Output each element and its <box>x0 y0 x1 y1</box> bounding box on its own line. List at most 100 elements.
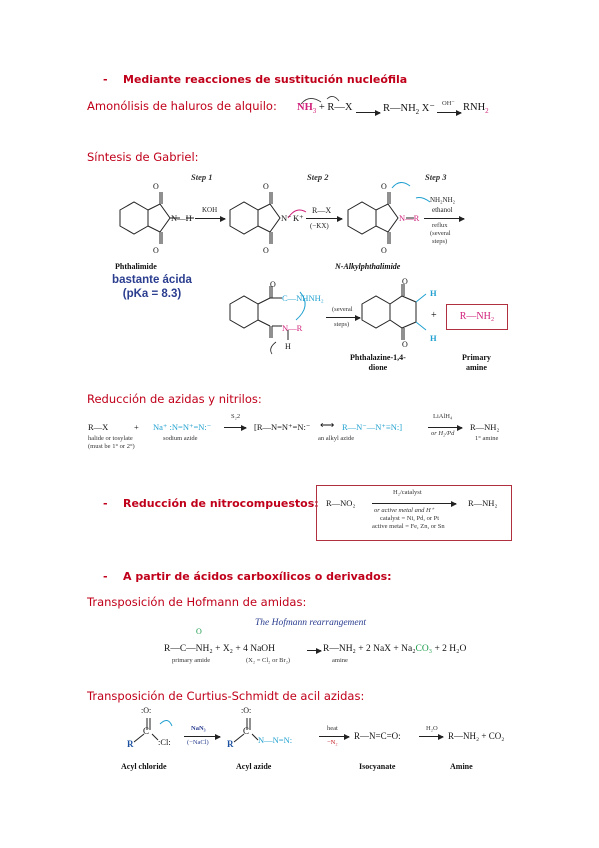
subhead-amonolisis: Amonólisis de haluros de alquilo: <box>87 99 277 113</box>
nan3-reagent: NaN₃ <box>191 725 206 732</box>
plus-sign: + <box>134 422 139 432</box>
halide-ion: X⁻ <box>421 103 435 114</box>
oxygen-label: O <box>270 280 276 289</box>
primary-amine: RNH2 <box>463 102 489 115</box>
steps-text: steps) <box>334 321 350 328</box>
primary-amine-box: R—NH₂ <box>446 304 508 330</box>
section-heading-nucleophilic: -Mediante reacciones de sustitución nucl… <box>103 73 407 86</box>
section-title: Reducción de nitrocompuestos: <box>123 497 319 510</box>
several-text: (several <box>332 306 353 313</box>
acid-line-2: (pKa = 8.3) <box>122 288 182 300</box>
reaction-arrow <box>306 215 343 222</box>
ammonia: NH3 <box>297 102 317 116</box>
curtius-bonds <box>133 718 259 743</box>
n-alkyl-group: N—R <box>399 213 420 223</box>
phthalimide-label: Phthalimide <box>115 262 157 271</box>
must-note: (must be 1° or 2°) <box>88 443 135 450</box>
hofmann-reactants: R—C—NH₂ + X₂ + 4 NaOH <box>164 644 276 654</box>
label-line: dione <box>368 363 388 372</box>
steps-text: steps) <box>432 238 448 245</box>
sodium-azide: Na⁺ :N=N⁺=N:⁻ <box>153 422 211 433</box>
carbonyl-oxygen: :O: <box>241 706 252 715</box>
nacl-byproduct: (−NaCl) <box>187 739 209 746</box>
label-line: Phthalazine-1,4- <box>350 353 406 362</box>
oxygen-label: O <box>263 182 269 191</box>
carbonate: CO₃ <box>415 644 433 654</box>
r-group: R <box>127 739 134 749</box>
azide-group: N—N=N: <box>258 735 293 745</box>
alkyl-halide: R—X <box>312 206 332 215</box>
h-label: H <box>285 342 291 351</box>
oxygen-label: O <box>153 182 159 191</box>
subscript: 2 <box>485 107 489 116</box>
ammonium-salt: R—NH2 X⁻ <box>383 102 435 116</box>
section-heading-acids: -A partir de ácidos carboxílicos o deriv… <box>103 570 392 583</box>
plus-sign: + <box>318 102 325 113</box>
metal-note: active metal = Fe, Zn, or Sn <box>372 523 445 530</box>
amine-text: RNH <box>463 102 486 113</box>
sodium-azide-label: sodium azide <box>163 435 198 442</box>
bullet-dash: - <box>103 497 108 510</box>
subhead-gabriel: Síntesis de Gabriel: <box>87 150 199 164</box>
phthalazine-label: Phthalazine-1,4- dione <box>350 353 406 373</box>
acyl-azide-label: Acyl azide <box>236 762 272 771</box>
alkylammonium: R—NH <box>383 103 416 114</box>
reaction-arrow <box>224 424 247 431</box>
hofmann-title: The Hofmann rearrangement <box>255 618 366 628</box>
nr-text: N—R <box>282 323 303 333</box>
carbonyl-oxygen: O <box>196 627 202 636</box>
plus-sign: + <box>431 310 437 321</box>
rnh2-text: R—NH₂ <box>459 311 495 322</box>
oxygen-label: O <box>402 340 408 349</box>
n2-loss: −N₂ <box>327 739 338 746</box>
label-line: Primary <box>462 353 491 362</box>
amine-label: amine <box>332 657 348 664</box>
carbonyl-oxygen: :O: <box>141 706 152 715</box>
acid-line-1: bastante ácida <box>112 274 192 286</box>
halide-note: halide or tosylate <box>88 435 133 442</box>
alkyl-halide: R—X <box>327 102 353 113</box>
isocyanate: R—N=C=O: <box>354 731 401 741</box>
reaction-arrow <box>356 109 381 116</box>
reaction-arrow <box>428 424 463 431</box>
ethanol-solvent: ethanol <box>432 206 453 214</box>
oxygen-label: O <box>263 246 269 255</box>
amine-label: Amine <box>450 762 473 771</box>
minus-kx: (−KX) <box>310 222 329 230</box>
primary-amine-label: 1° amine <box>475 435 499 442</box>
metal-reagent: or active metal and H⁺ <box>374 507 435 514</box>
primary-amine: R—NH₂ <box>470 422 500 432</box>
azide-r2: R—N⁻—N⁺≡N:] <box>342 422 403 432</box>
subhead-azidas: Reducción de azidas y nitrilos: <box>87 392 262 406</box>
isocyanate-label: Isocyanate <box>359 762 396 771</box>
oxygen-label: O <box>402 277 408 286</box>
alkyl-azide-label: an alkyl azide <box>318 435 355 442</box>
chloride: :Cl: <box>158 737 171 747</box>
alkyl-azide-resonance-2: R—N⁻—N⁺≡N:] <box>342 422 402 433</box>
reaction-arrow <box>424 215 465 222</box>
carbon-label: C <box>243 726 250 736</box>
lialh4-reagent: LiAlH₄ <box>433 413 453 420</box>
reaction-arrow <box>419 733 444 740</box>
gabriel-scheme <box>119 182 431 355</box>
nitro-reduction-box <box>316 485 512 541</box>
h2-pd-reagent: or H₂/Pd <box>431 430 455 437</box>
reaction-arrow <box>319 733 350 740</box>
acidity-note: bastante ácida (pKa = 8.3) <box>112 273 192 301</box>
bullet-dash: - <box>103 73 108 86</box>
step-3-label: Step 3 <box>425 172 447 182</box>
acyl-chloride-label: Acyl chloride <box>121 762 167 771</box>
azide-ion: :N=N⁺=N:⁻ <box>169 422 212 432</box>
hydrazide-group: C—NHNH₂ <box>282 293 324 303</box>
reaction-arrow <box>184 733 221 740</box>
label-line: amine <box>465 363 487 372</box>
reaction-arrow <box>195 215 226 222</box>
hydrazine-reagent: NH₂NH₂ <box>430 196 456 204</box>
reaction-arrow <box>437 109 462 116</box>
oxygen-label: O <box>153 246 159 255</box>
subscript: 2 <box>415 108 420 117</box>
section-title: A partir de ácidos carboxílicos o deriva… <box>123 570 392 583</box>
r-group: R <box>227 739 234 749</box>
h-label: H <box>430 288 437 298</box>
heat-condition: heat <box>327 725 338 732</box>
